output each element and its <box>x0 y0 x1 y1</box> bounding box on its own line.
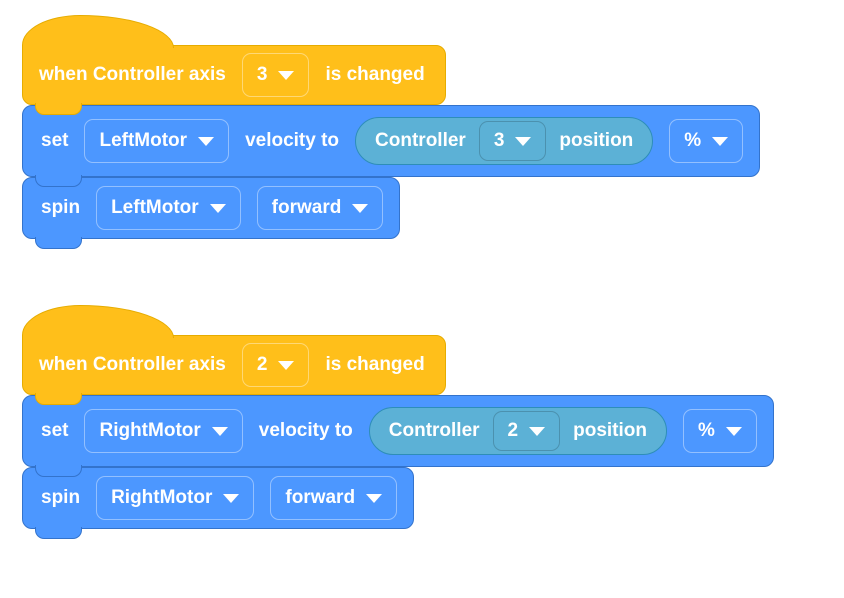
spin-motor-dropdown[interactable]: LeftMotor <box>96 186 241 230</box>
spin-connector-bump <box>35 527 82 539</box>
spin-label: spin <box>41 197 81 218</box>
spin-block[interactable]: spin LeftMotor forward <box>22 177 401 249</box>
reporter-axis-dropdown[interactable]: 3 <box>478 121 547 161</box>
dropdown-caret-icon <box>352 203 369 213</box>
hat-label-prefix: when Controller axis <box>39 64 226 85</box>
set-velocity-block[interactable]: set RightMotor velocity to Controller 2 … <box>22 395 774 477</box>
reporter-axis-dropdown-value: 3 <box>493 130 505 151</box>
spin-motor-dropdown-value: RightMotor <box>111 487 213 508</box>
velocity-to-label: velocity to <box>258 420 353 441</box>
reporter-property-label: position <box>573 420 648 441</box>
block-stack-right-motor: when Controller axis 2 is changed set Ri… <box>22 305 774 539</box>
when-controller-axis-hat-block[interactable]: when Controller axis 3 is changed <box>22 15 446 115</box>
dropdown-caret-icon <box>725 426 742 436</box>
when-controller-axis-hat-block[interactable]: when Controller axis 2 is changed <box>22 305 446 405</box>
spin-motor-dropdown-value: LeftMotor <box>111 197 199 218</box>
reporter-axis-dropdown-value: 2 <box>507 420 519 441</box>
hat-connector-bump <box>35 393 82 405</box>
hat-dome <box>22 305 174 338</box>
unit-dropdown[interactable]: % <box>683 409 757 453</box>
direction-dropdown-value: forward <box>271 197 342 218</box>
dropdown-caret-icon <box>529 426 546 436</box>
motor-dropdown-value: LeftMotor <box>99 130 188 151</box>
dropdown-caret-icon <box>209 203 226 213</box>
axis-dropdown[interactable]: 3 <box>241 53 310 97</box>
reporter-property-label: position <box>559 130 634 151</box>
reporter-axis-dropdown[interactable]: 2 <box>492 411 561 451</box>
velocity-to-label: velocity to <box>245 130 340 151</box>
set-label: set <box>41 420 69 441</box>
spin-motor-dropdown[interactable]: RightMotor <box>96 476 255 520</box>
spin-connector-bump <box>35 237 82 249</box>
unit-dropdown-value: % <box>698 420 715 441</box>
spin-block[interactable]: spin RightMotor forward <box>22 467 415 539</box>
motor-dropdown[interactable]: RightMotor <box>84 409 243 453</box>
unit-dropdown-value: % <box>684 130 702 151</box>
set-label: set <box>41 130 69 151</box>
direction-dropdown[interactable]: forward <box>256 186 384 230</box>
reporter-device-label: Controller <box>388 420 480 441</box>
reporter-device-label: Controller <box>375 130 466 151</box>
hat-dome <box>22 15 174 48</box>
set-velocity-block[interactable]: set LeftMotor velocity to Controller 3 p… <box>22 105 761 187</box>
hat-label-prefix: when Controller axis <box>39 354 226 375</box>
spin-label: spin <box>41 487 81 508</box>
axis-dropdown-value: 2 <box>256 354 268 375</box>
set-connector-bump <box>35 465 82 477</box>
motor-dropdown-value: RightMotor <box>99 420 201 441</box>
direction-dropdown[interactable]: forward <box>270 476 398 520</box>
hat-label-suffix: is changed <box>325 354 425 375</box>
direction-dropdown-value: forward <box>285 487 356 508</box>
hat-connector-bump <box>35 103 82 115</box>
dropdown-caret-icon <box>278 70 295 80</box>
block-stack-left-motor: when Controller axis 3 is changed set Le… <box>22 15 761 249</box>
controller-position-reporter[interactable]: Controller 3 position <box>355 117 654 165</box>
dropdown-caret-icon <box>712 136 729 146</box>
controller-position-reporter[interactable]: Controller 2 position <box>368 407 668 455</box>
axis-dropdown[interactable]: 2 <box>241 343 310 387</box>
dropdown-caret-icon <box>515 136 532 146</box>
dropdown-caret-icon <box>223 493 240 503</box>
dropdown-caret-icon <box>278 360 295 370</box>
dropdown-caret-icon <box>211 426 228 436</box>
dropdown-caret-icon <box>198 136 215 146</box>
set-connector-bump <box>35 175 82 187</box>
axis-dropdown-value: 3 <box>256 64 268 85</box>
hat-label-suffix: is changed <box>325 64 425 85</box>
dropdown-caret-icon <box>366 493 383 503</box>
motor-dropdown[interactable]: LeftMotor <box>84 119 230 163</box>
unit-dropdown[interactable]: % <box>669 119 744 163</box>
